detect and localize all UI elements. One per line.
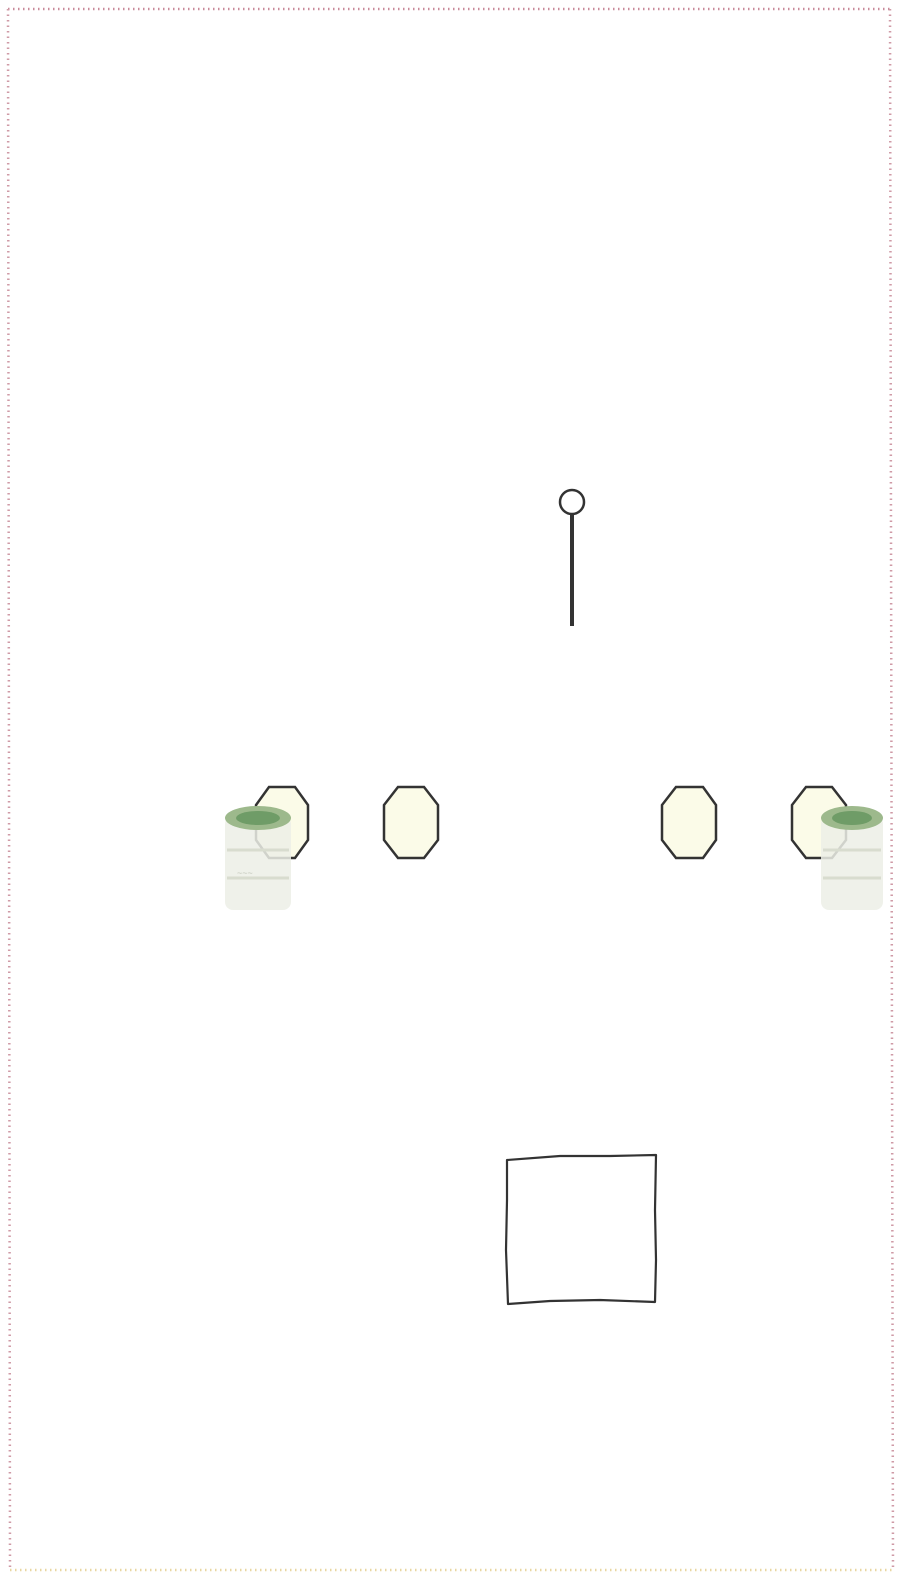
square-box-icon — [506, 1155, 656, 1304]
pin-head — [560, 490, 584, 514]
border-left — [8, 9, 10, 1570]
page-border — [8, 9, 893, 1570]
barrel-icon — [821, 806, 883, 910]
pin-marker-icon — [560, 490, 584, 626]
octagon-icon — [662, 787, 716, 858]
border-right — [890, 9, 893, 1570]
octagon-icon — [384, 787, 438, 858]
barrel-body — [225, 816, 291, 910]
barrel-lid-center — [236, 811, 280, 825]
barrel-lid-center — [832, 811, 872, 825]
barrel-icon: ~~~ — [225, 806, 291, 910]
barrel-body — [821, 816, 883, 910]
barrel-text: ~~~ — [237, 868, 253, 878]
